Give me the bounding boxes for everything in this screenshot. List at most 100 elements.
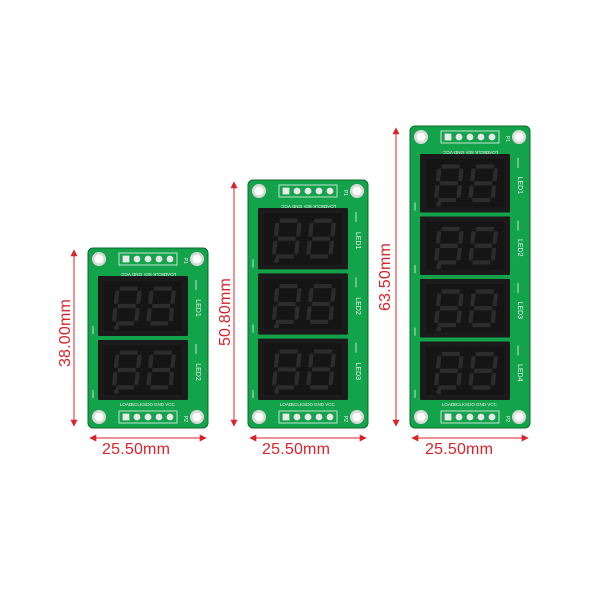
pin-label: SDO [303,402,313,407]
led-segment [474,368,493,373]
pin-header-outline [440,130,500,144]
pin-pad [477,413,485,421]
led-segment [470,293,476,307]
pin-label: SDI [304,204,312,209]
pin-label: VCC [442,150,452,155]
decimal-point [273,323,280,329]
pin-label: LOAD [120,402,133,407]
led-segment [458,356,464,369]
pin-label: SDI [144,272,152,277]
pin-pad [444,133,452,141]
decimal-point [435,264,442,270]
led-segment [146,372,152,386]
pin-pad [477,133,485,141]
pin-header-outline [278,410,338,424]
led-segment [311,367,331,372]
led-segment [313,349,333,354]
led-segment [115,321,135,326]
led-segment [456,185,462,198]
led-segment [435,168,442,182]
pin-label: GND [154,402,165,407]
pin-pad [293,187,301,195]
pin-label: LOAD [163,272,176,277]
pin-label: LOAD [485,150,498,155]
header-id-label: P2 [342,416,348,422]
led-segment [330,353,336,368]
led-silkscreen-label: LED1 [354,232,361,250]
led-segment [475,226,495,232]
pin-label: VCC [487,402,497,407]
led-segment [271,371,278,386]
led-segment [306,306,312,320]
led-segment [279,218,298,223]
header-id-label: P1 [504,136,510,142]
led-segment [151,303,171,309]
pin-pad [155,255,163,263]
led-segment [472,197,491,203]
pin-label: SDI [466,150,474,155]
led-segment [468,372,474,386]
led-segment [150,385,169,390]
digit-eight [468,226,498,265]
pin-label: GND [314,402,325,407]
led-segment [273,288,280,302]
led-segment [134,372,140,386]
pin-pad [122,413,130,421]
led-segment [119,350,138,355]
led-segment [474,306,493,311]
led-segment [330,222,336,237]
pin-pad [133,413,141,421]
led-silkscreen-label: LED2 [516,239,523,257]
pin-label: SCLK [131,402,144,407]
led-silkscreen-label: LED2 [194,363,201,381]
decimal-point [435,389,442,395]
led-segment [458,168,464,182]
led-segment [435,356,442,369]
led-segment [492,356,498,369]
pin-pad [282,413,290,421]
pin-label: GND [476,402,487,407]
header-id-label: P2 [182,416,188,422]
pin-pad [166,413,174,421]
pin-header-outline [118,252,178,266]
led-segment [275,254,294,259]
led-silkscreen-label: LED1 [194,299,201,317]
led-segment [306,371,312,386]
pin-label: SCLK [152,272,165,277]
led-segment [492,231,498,244]
led-segment [441,226,460,232]
pin-pad [488,413,496,421]
module-2-width-label: 25.50mm [262,441,331,458]
pin-label: VCC [165,402,175,407]
led-segment [275,385,294,390]
led-segment [148,290,154,304]
led-segment [456,247,462,261]
led-segment [439,181,458,186]
led-segment [490,185,497,198]
digit-eight [434,226,464,265]
module-1-width-label: 25.50mm [102,441,171,458]
led-segment [437,322,457,328]
led-segment [474,243,493,248]
led-segment [148,354,154,368]
pin-pad [466,133,474,141]
led-segment [456,310,462,323]
digit-eight [468,351,498,390]
led-segment [437,385,457,390]
led-segment [439,243,458,248]
pin-pad [326,187,334,195]
decimal-point [273,388,280,394]
decimal-point [113,324,120,331]
led-segment [458,231,464,244]
pin-pad [122,255,130,263]
led-segment [273,222,280,237]
header-id-label: P1 [342,190,348,196]
led-segment [475,289,495,294]
led-segment [470,231,476,244]
led-segment [296,222,302,237]
pin-pad [282,187,290,195]
decimal-point [273,258,280,264]
pin-label: LOAD [280,402,293,407]
pin-pad [455,413,463,421]
